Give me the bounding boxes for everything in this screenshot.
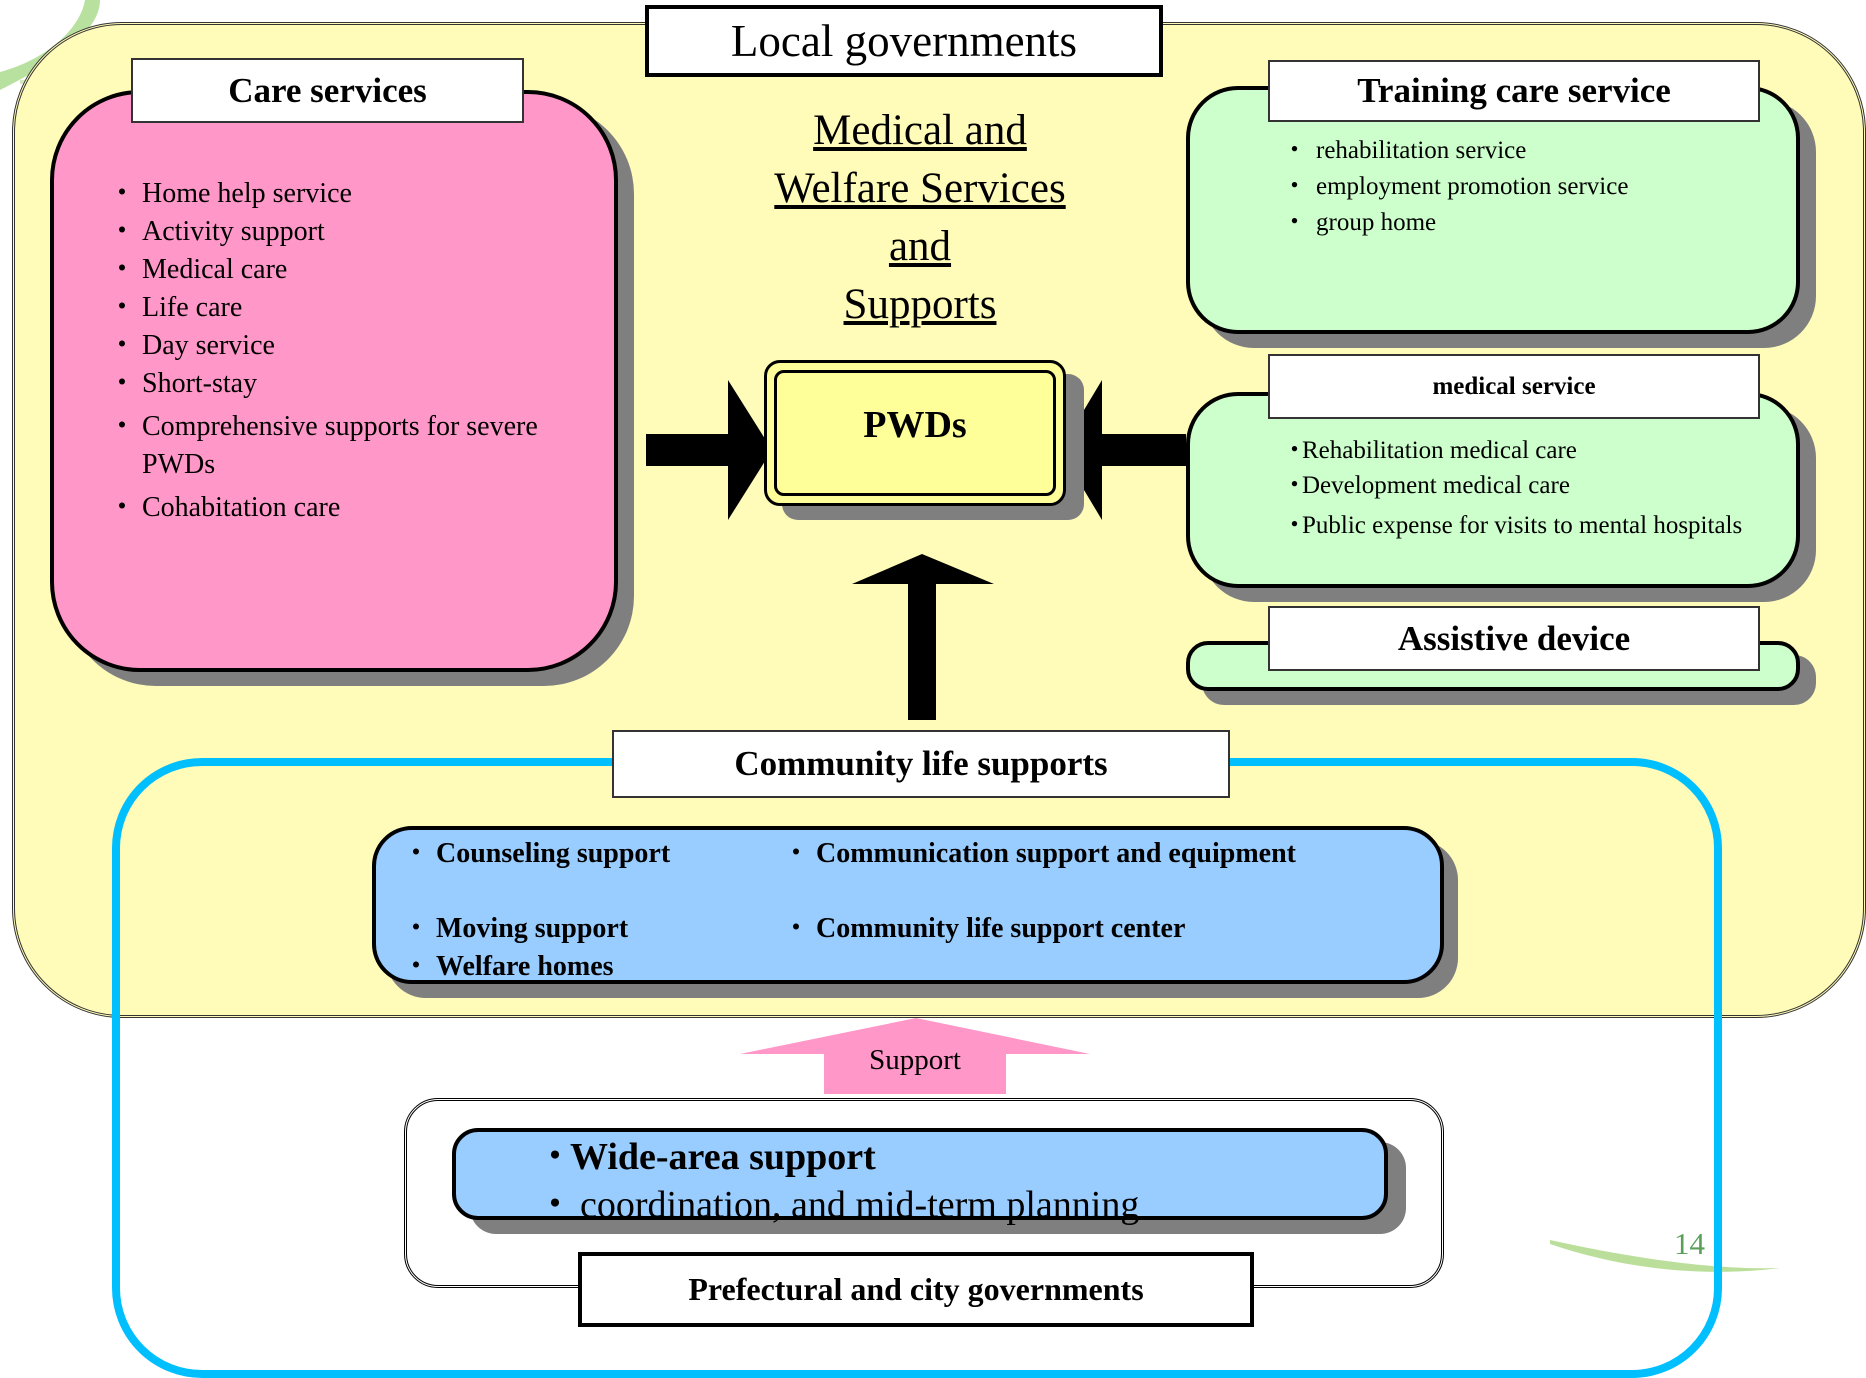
medical-item: Public expense for visits to mental hosp… [1282, 508, 1754, 543]
community-right-list: Communication support and equipment Comm… [782, 840, 1404, 944]
training-care-box: rehabilitation service employment promot… [1186, 86, 1800, 334]
community-item: Welfare homes [402, 953, 744, 982]
community-item: Community life support center [782, 915, 1404, 944]
prefectural-item: Wide-area support [536, 1138, 1358, 1176]
medical-item: Rehabilitation medical care [1282, 438, 1754, 463]
care-item: Medical care [108, 256, 600, 285]
training-item: employment promotion service [1282, 174, 1764, 199]
care-services-list: Home help service Activity support Medic… [108, 180, 600, 522]
assistive-label: Assistive device [1268, 606, 1760, 671]
care-item: Cohabitation care [108, 493, 600, 522]
care-item: Short-stay [108, 370, 600, 399]
center-title-line: Supports [843, 281, 997, 328]
community-items-box: Counseling support Moving support Welfar… [372, 826, 1444, 984]
up-arrow [852, 554, 994, 720]
local-governments-label: Local governments [645, 5, 1163, 77]
care-services-box: Home help service Activity support Medic… [50, 90, 618, 672]
care-item: Day service [108, 332, 600, 361]
training-care-list: rehabilitation service employment promot… [1282, 138, 1764, 235]
medical-item: Development medical care [1282, 473, 1754, 498]
support-label: Support [869, 1044, 961, 1076]
support-arrow [740, 1018, 1090, 1094]
prefectural-label: Prefectural and city governments [578, 1252, 1254, 1327]
medical-service-label: medical service [1268, 354, 1760, 419]
page-number: 14 [1674, 1226, 1705, 1261]
community-left-list: Counseling support Moving support Welfar… [402, 840, 744, 982]
care-services-label: Care services [131, 58, 524, 123]
medical-service-list: Rehabilitation medical care Development … [1282, 438, 1754, 543]
medical-service-box: Rehabilitation medical care Development … [1186, 392, 1800, 588]
pwds-box: PWDs [764, 360, 1066, 506]
arrows [646, 380, 1186, 720]
center-title: Medical and Welfare Services and Support… [720, 102, 1120, 334]
right-arrow [1060, 380, 1186, 520]
care-item: Activity support [108, 218, 600, 247]
care-item: Life care [108, 294, 600, 323]
care-item: Home help service [108, 180, 600, 209]
left-arrow [646, 380, 772, 520]
prefectural-item: coordination, and mid-term planning [536, 1186, 1358, 1224]
center-title-line: Welfare Services [774, 165, 1066, 212]
care-item: Comprehensive supports for severe PWDs [108, 408, 600, 484]
center-title-line: and [888, 223, 952, 270]
training-item: rehabilitation service [1282, 138, 1764, 163]
community-item: Moving support [402, 915, 744, 944]
community-item: Counseling support [402, 840, 744, 869]
training-care-label: Training care service [1268, 60, 1760, 122]
pwds-label: PWDs [863, 404, 967, 446]
community-item: Communication support and equipment [782, 840, 1404, 869]
prefectural-list: Wide-area support coordination, and mid-… [536, 1138, 1358, 1224]
prefectural-items-box: Wide-area support coordination, and mid-… [452, 1128, 1388, 1224]
training-item: group home [1282, 210, 1764, 235]
community-label: Community life supports [612, 730, 1230, 798]
center-title-line: Medical and [813, 107, 1027, 154]
